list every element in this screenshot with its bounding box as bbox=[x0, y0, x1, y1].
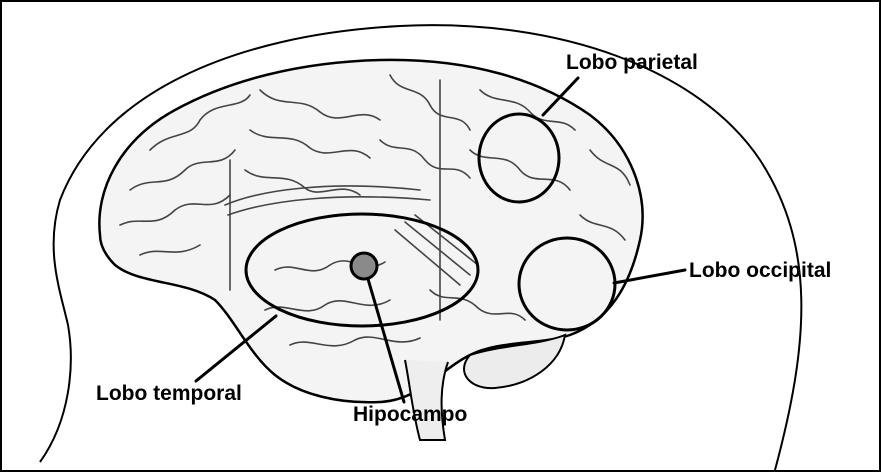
label-hipocampo: Hipocampo bbox=[353, 404, 467, 425]
label-lobo-parietal: Lobo parietal bbox=[566, 52, 698, 73]
label-lobo-occipital: Lobo occipital bbox=[689, 260, 831, 281]
label-lobo-temporal: Lobo temporal bbox=[96, 383, 242, 404]
